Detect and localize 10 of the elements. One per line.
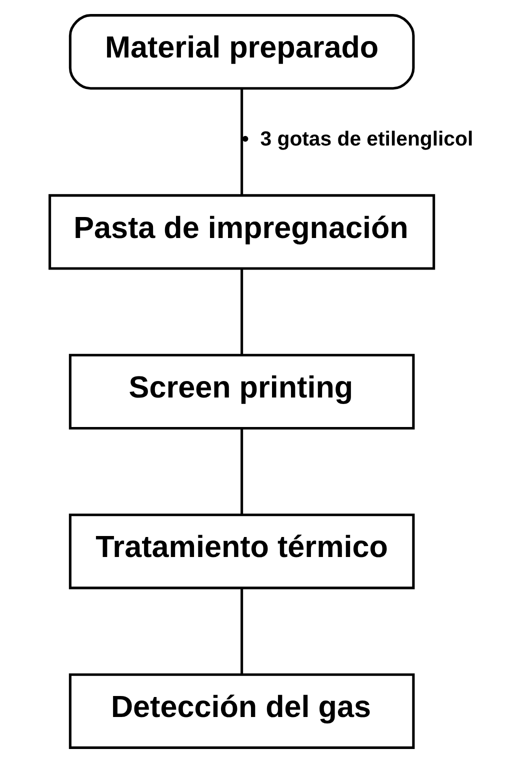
node-box: Material preparado xyxy=(68,14,414,90)
edge-label: • 3 gotas de etilenglicol xyxy=(241,128,473,150)
node-box: Detección del gas xyxy=(68,673,414,749)
connector xyxy=(240,428,243,514)
node-box: Tratamiento térmico xyxy=(68,514,414,590)
connector xyxy=(240,88,243,196)
connector xyxy=(240,588,243,674)
connector xyxy=(240,269,243,355)
node-box: Pasta de impregnación xyxy=(48,194,435,270)
node-box: Screen printing xyxy=(68,354,414,430)
